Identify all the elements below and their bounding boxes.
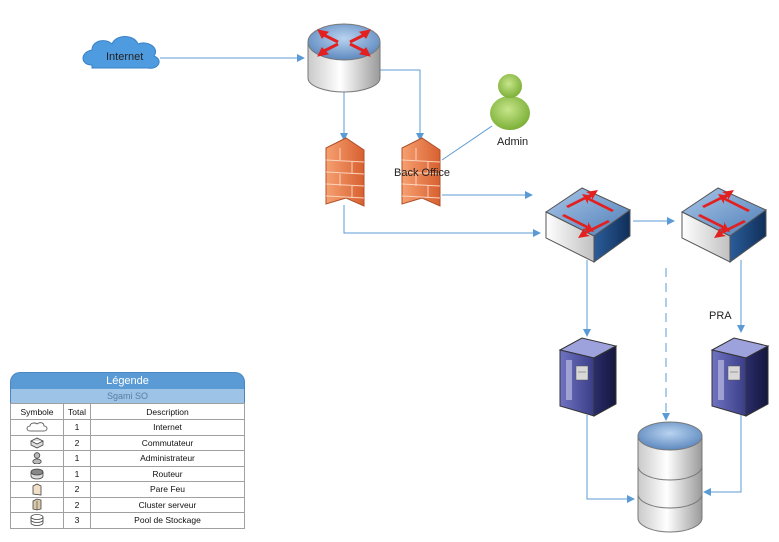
pra-label: PRA	[709, 310, 732, 322]
firewall-icon	[325, 137, 365, 207]
legend-table: Symbole Total Description 1 Internet 2 C…	[10, 403, 245, 529]
internet-label: Internet	[106, 51, 144, 63]
legend-description: Cluster serveur	[90, 496, 245, 513]
legend-description: Commutateur	[90, 434, 245, 451]
legend-row: 2 Commutateur	[10, 434, 245, 451]
legend-header-total: Total	[63, 403, 91, 420]
link-admin-backoffice	[441, 125, 493, 161]
legend-row: 3 Pool de Stockage	[10, 512, 245, 529]
legend-total: 2	[63, 481, 91, 498]
legend-subtitle: Sgami SO	[10, 389, 245, 403]
cloud-icon	[82, 36, 160, 69]
legend-description: Internet	[90, 419, 245, 436]
back-office-label: Back Office	[394, 167, 451, 179]
legend-row: 2 Cluster serveur	[10, 496, 245, 513]
legend-description: Routeur	[90, 465, 245, 482]
router-icon	[307, 23, 381, 93]
legend-row: 1 Internet	[10, 419, 245, 436]
cloud-icon	[26, 422, 48, 432]
switch-icon	[30, 437, 44, 449]
storage-icon	[637, 421, 703, 533]
link-router-backoffice	[378, 69, 424, 141]
legend-row: 1 Administrateur	[10, 450, 245, 467]
legend-header-symbol: Symbole	[10, 403, 64, 420]
legend-total: 2	[63, 496, 91, 513]
router-icon	[30, 468, 44, 480]
links	[160, 54, 745, 503]
switch-icon	[681, 187, 767, 263]
link-server2-storage	[703, 415, 742, 496]
legend-total: 3	[63, 512, 91, 529]
legend-panel: Légende Sgami SO Symbole Total Descripti…	[10, 372, 245, 529]
server-icon	[558, 337, 618, 417]
legend-row: 1 Routeur	[10, 465, 245, 482]
server-icon	[710, 337, 770, 417]
server-icon	[32, 498, 42, 511]
legend-total: 2	[63, 434, 91, 451]
legend-header-description: Description	[90, 403, 245, 420]
legend-total: 1	[63, 465, 91, 482]
admin-user-icon	[490, 74, 530, 130]
link-server1-storage	[586, 415, 635, 503]
legend-description: Pare Feu	[90, 481, 245, 498]
legend-description: Administrateur	[90, 450, 245, 467]
legend-total: 1	[63, 419, 91, 436]
admin-label: Admin	[497, 136, 529, 148]
legend-total: 1	[63, 450, 91, 467]
switch-icon	[545, 187, 631, 263]
admin-user-icon	[32, 452, 42, 465]
back-office-firewall-icon	[401, 137, 441, 207]
link-firewall-switch	[343, 205, 541, 237]
storage-icon	[30, 514, 44, 527]
firewall-icon	[32, 483, 42, 496]
legend-row: 2 Pare Feu	[10, 481, 245, 498]
legend-title: Légende	[10, 372, 245, 389]
legend-description: Pool de Stockage	[90, 512, 245, 529]
legend-header-row: Symbole Total Description	[10, 403, 245, 420]
